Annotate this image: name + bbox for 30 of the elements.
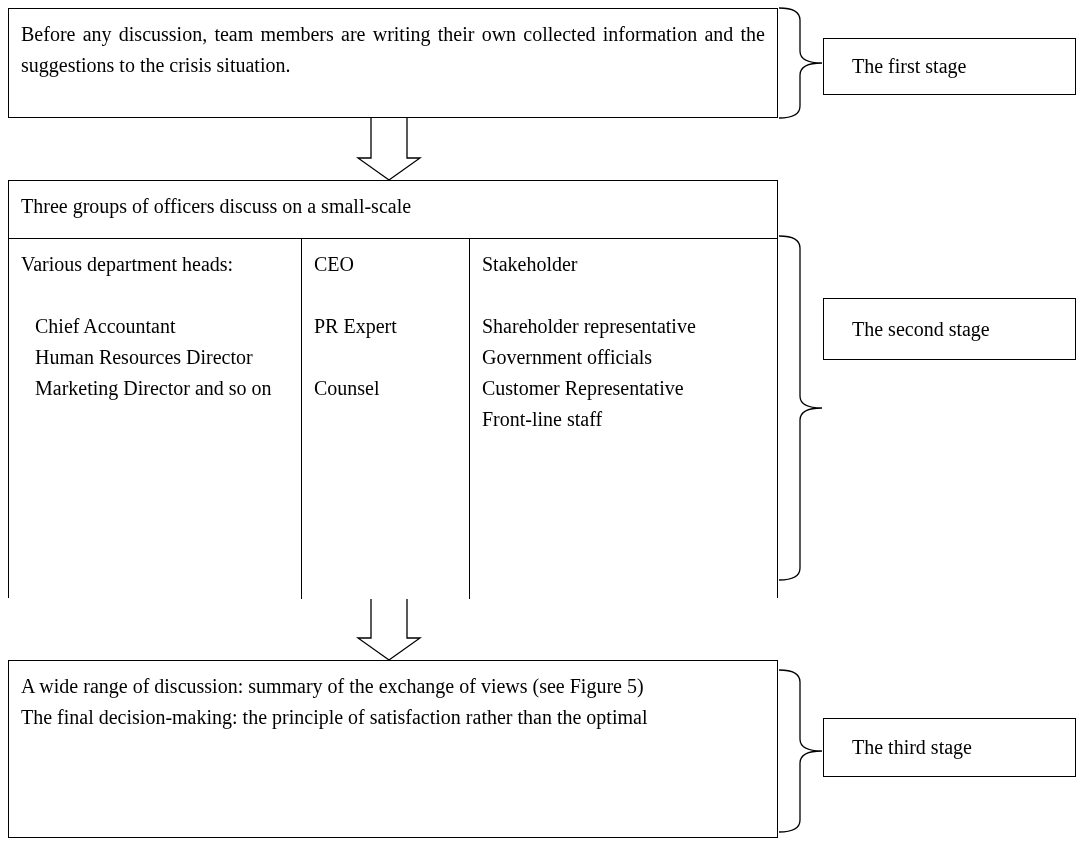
body-text: Shareholder representative [481, 314, 697, 340]
body-text: Various department heads: [20, 252, 235, 278]
stage-label: The first stage [851, 54, 968, 80]
body-text: The final decision-making: the principle of satisfaction rather than the optimal [20, 705, 649, 731]
body-text: Stakeholder [481, 252, 579, 277]
stage-label: The second stage [851, 316, 991, 343]
stage-label-box [823, 38, 1076, 95]
process-box [8, 180, 778, 598]
body-text: Chief Accountant [34, 314, 177, 339]
stage-label-box [823, 298, 1076, 360]
body-text: Government officials [481, 345, 654, 370]
body-text: Customer Representative [481, 376, 685, 402]
body-text: CEO [313, 252, 355, 277]
column-cell [469, 238, 777, 599]
body-text: Marketing Director and so on [34, 376, 273, 402]
body-text: Counsel [313, 376, 381, 401]
column-cell [301, 238, 469, 599]
hollow-arrow [355, 117, 423, 181]
process-box [8, 8, 778, 118]
body-text: A wide range of discussion: summary of the exchange of views (see Figure 5) [20, 674, 645, 700]
body-text: Before any discussion, team members are writing their own collected information and the suggestions to the crisis situation. [20, 22, 766, 79]
body-text: Human Resources Director [34, 345, 254, 370]
stage-label-box [823, 718, 1076, 777]
stage-label: The third stage [851, 735, 973, 761]
body-text: Front-line staff [481, 407, 604, 432]
header-text: Three groups of officers discuss on a small-scale [20, 194, 413, 220]
hollow-arrow [355, 597, 423, 661]
column-cell [9, 238, 301, 599]
body-text: PR Expert [313, 314, 398, 340]
process-box [8, 660, 778, 838]
